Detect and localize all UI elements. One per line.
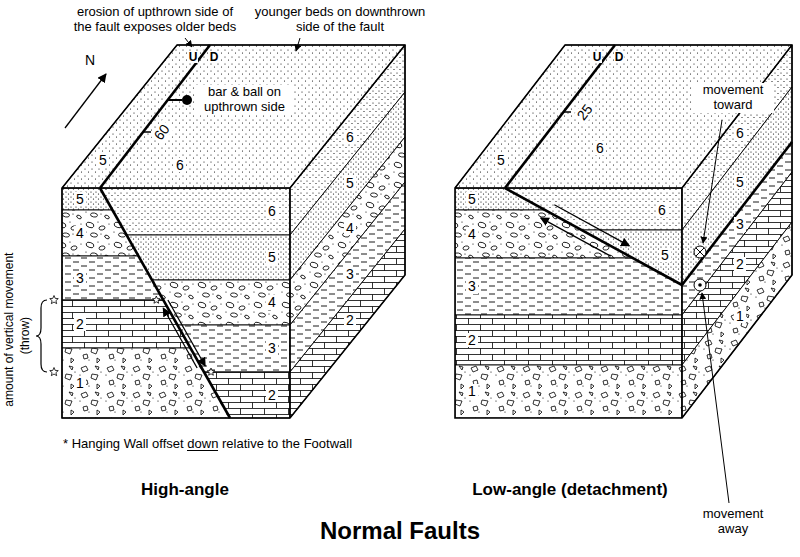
panel-caption: High-angle xyxy=(141,481,229,500)
layer-number: 2 xyxy=(74,317,86,332)
fault-trace xyxy=(505,45,615,188)
rock-layer xyxy=(455,365,682,418)
rock-layer xyxy=(127,235,290,280)
slip-arrow xyxy=(554,205,629,246)
dip-angle: 60 xyxy=(150,120,174,144)
callout-note: bar & ball on upthrown side xyxy=(196,85,293,115)
slip-arrow xyxy=(163,308,197,368)
block-outline xyxy=(455,45,792,418)
layer-number: 6 xyxy=(594,141,606,156)
fault-side-letter: U xyxy=(188,51,199,64)
rock-layer xyxy=(62,210,138,256)
layer-number: 6 xyxy=(344,130,356,145)
slip-arrow xyxy=(168,300,205,366)
layer-number: 6 xyxy=(174,158,186,173)
underline-mark xyxy=(187,450,218,451)
layer-number: 2 xyxy=(466,333,478,348)
fault-side-letter: D xyxy=(209,51,220,64)
layer-number: 3 xyxy=(74,271,86,286)
layer-number: 5 xyxy=(734,175,746,190)
panel-caption: Low-angle (detachment) xyxy=(472,481,668,500)
layer-number: 3 xyxy=(466,279,478,294)
north-arrow xyxy=(65,74,106,128)
figure-title: Normal Faults xyxy=(320,518,480,544)
fault-line xyxy=(682,142,792,285)
layer-number: 4 xyxy=(266,295,278,310)
layer-number: 6 xyxy=(656,203,668,218)
away-symbol xyxy=(694,279,706,291)
fault-trace xyxy=(100,45,210,188)
dip-tick xyxy=(143,131,151,133)
layer-number: 3 xyxy=(734,217,746,232)
layer-number: 5 xyxy=(266,250,278,265)
layer-number: 4 xyxy=(74,226,86,241)
throw-bracket xyxy=(36,300,47,372)
marker-star xyxy=(50,296,59,304)
leader-arrow xyxy=(185,38,192,47)
fault-side-letter: D xyxy=(614,51,625,64)
hanging-wall xyxy=(455,188,682,285)
marker-star xyxy=(153,296,161,303)
callout-note: movement toward xyxy=(692,83,774,113)
rock-layer xyxy=(455,315,682,365)
fault-line xyxy=(505,188,682,285)
ball-symbol xyxy=(182,95,192,105)
axis-note: (throw) xyxy=(19,316,32,355)
marker-star xyxy=(207,368,215,375)
dip-angle: 25 xyxy=(573,100,597,124)
axis-note: amount of vertical movement xyxy=(3,252,16,408)
rock-layer xyxy=(290,229,405,418)
layer-number: 5 xyxy=(97,153,109,168)
marker-star xyxy=(50,368,59,376)
layer-number: 2 xyxy=(266,388,278,403)
layer-number: 1 xyxy=(466,384,478,399)
rock-layer xyxy=(62,256,163,300)
toward-symbol xyxy=(696,248,704,256)
layer-number: 1 xyxy=(74,376,86,391)
layer-number: 4 xyxy=(466,227,478,242)
rock-layer xyxy=(62,300,190,348)
layer-number: 2 xyxy=(344,313,356,328)
high-angle-block xyxy=(36,38,405,418)
layer-number: 3 xyxy=(266,341,278,356)
layer-number: 5 xyxy=(344,176,356,191)
leader-arrow xyxy=(703,120,722,243)
layer-number: 3 xyxy=(344,267,356,282)
fault-side-letter: U xyxy=(592,51,603,64)
dip-tick xyxy=(564,111,572,113)
slip-arrow xyxy=(541,218,611,256)
layer-number: 6 xyxy=(266,204,278,219)
layer-number: 5 xyxy=(466,192,478,207)
away-symbol xyxy=(698,283,702,287)
layer-number: 5 xyxy=(659,248,671,263)
low-angle-block xyxy=(455,45,792,503)
rock-layer xyxy=(682,222,792,418)
toward-symbol xyxy=(694,246,706,258)
fault-line xyxy=(100,188,230,418)
layer-number: 2 xyxy=(734,257,746,272)
footwall xyxy=(455,188,682,418)
rock-layer xyxy=(62,348,230,418)
rock-layer xyxy=(455,230,682,285)
rock-layer xyxy=(100,188,290,235)
layer-number: 1 xyxy=(734,309,746,324)
north-letter: N xyxy=(83,53,97,68)
layer-number: 6 xyxy=(734,126,746,141)
bar-symbol xyxy=(168,99,182,101)
leader-arrow xyxy=(296,38,300,51)
top-surface xyxy=(455,45,792,188)
layer-number: 5 xyxy=(495,153,507,168)
top-surface xyxy=(62,45,405,188)
layer-number: 5 xyxy=(74,192,86,207)
leader-arrow xyxy=(702,293,729,503)
callout-note: erosion of upthrown side of the fault ex… xyxy=(69,5,241,35)
callout-note: movement away xyxy=(692,507,774,537)
callout-note: younger beds on downthrown side of the f… xyxy=(250,5,430,35)
layer-number: 4 xyxy=(344,221,356,236)
block-outline xyxy=(62,45,405,418)
